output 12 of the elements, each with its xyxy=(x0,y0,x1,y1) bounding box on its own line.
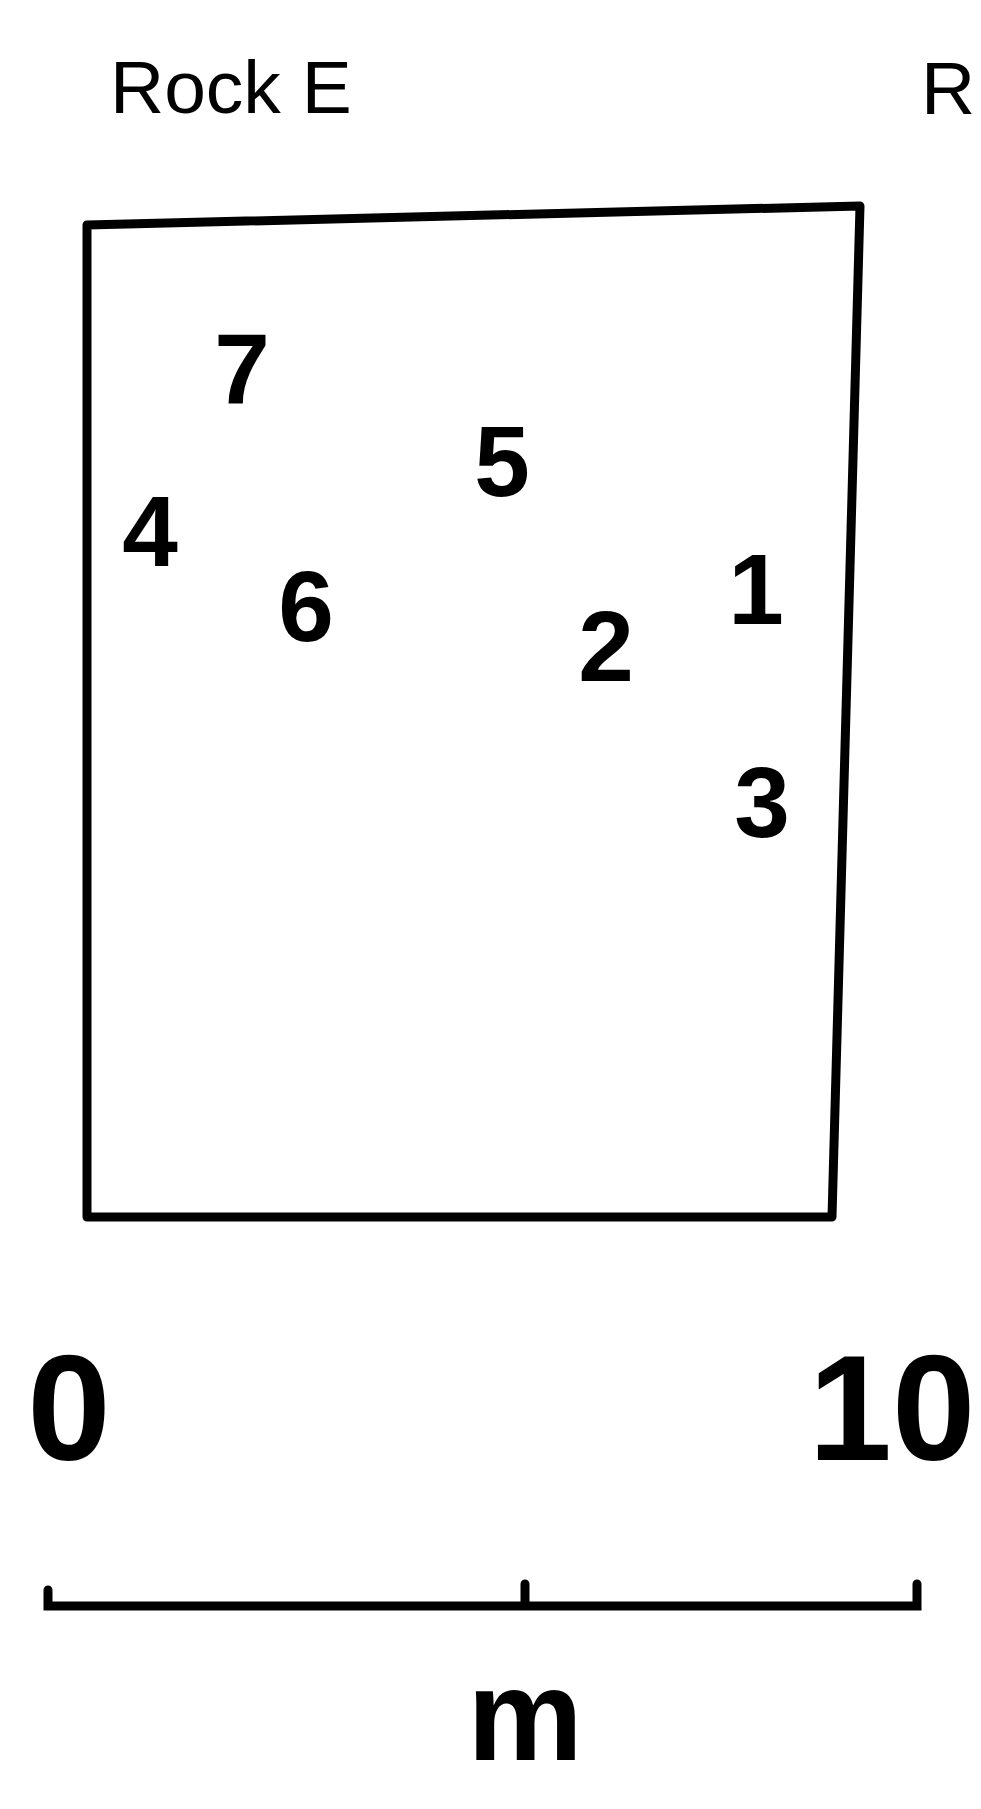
specimen-number: 6 xyxy=(278,556,334,656)
box-heading: Rock E xyxy=(110,50,352,125)
scale-unit: m xyxy=(467,1650,583,1780)
rock-label: R xyxy=(920,50,976,126)
specimen-number: 4 xyxy=(122,481,178,581)
specimen-number: 2 xyxy=(578,596,634,696)
specimen-number: 7 xyxy=(214,319,270,419)
scale-value: 10 xyxy=(808,1333,976,1483)
specimen-number: 1 xyxy=(728,539,784,639)
scale-value: 0 xyxy=(27,1333,111,1483)
specimen-number: 5 xyxy=(474,411,530,511)
specimen-number: 3 xyxy=(734,752,790,852)
